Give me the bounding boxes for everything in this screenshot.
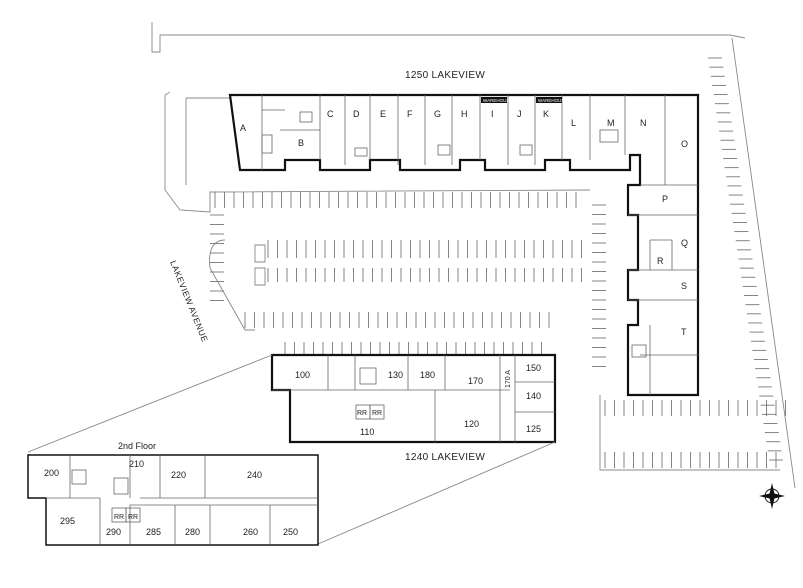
unit-110-rr-2: RR [372, 410, 382, 417]
unit-q: Q [681, 238, 688, 248]
unit-i: I [491, 109, 494, 119]
unit-260: 260 [243, 527, 258, 537]
unit-s: S [681, 281, 687, 291]
building-1250: WAREHOUSE WAREHOUSE A B C D E F G H I J … [228, 93, 700, 397]
unit-220: 220 [171, 470, 186, 480]
unit-120: 120 [464, 419, 479, 429]
unit-t: T [681, 327, 687, 337]
unit-290: 290 [106, 527, 121, 537]
unit-p: P [662, 194, 668, 204]
unit-130: 130 [388, 370, 403, 380]
unit-110: 110 [360, 427, 374, 437]
unit-r: R [657, 256, 664, 266]
second-floor-plan: RR RR 200 210 220 240 295 290 285 280 26… [27, 454, 319, 546]
unit-210: 210 [129, 459, 144, 469]
building-1250-title: 1250 LAKEVIEW [405, 70, 485, 81]
unit-240: 240 [247, 470, 262, 480]
unit-170: 170 [468, 376, 483, 386]
unit-180: 180 [420, 370, 435, 380]
building-1240: RR RR 100 130 180 170 170 A 150 140 125 … [270, 353, 557, 444]
unit-o: O [681, 139, 688, 149]
unit-j: J [517, 109, 522, 119]
unit-b: B [298, 138, 304, 148]
unit-2nd-rr-1: RR [114, 514, 124, 521]
unit-m: M [607, 118, 615, 128]
unit-170a: 170 A [505, 370, 512, 388]
second-floor-title: 2nd Floor [118, 441, 156, 451]
unit-k: K [543, 109, 549, 119]
unit-c: C [327, 109, 334, 119]
unit-f: F [407, 109, 413, 119]
unit-250: 250 [283, 527, 298, 537]
unit-140: 140 [526, 391, 541, 401]
warehouse-label-k: WAREHOUSE [538, 98, 567, 103]
warehouse-tag-k [536, 97, 562, 103]
unit-e: E [380, 109, 386, 119]
unit-a: A [240, 123, 246, 133]
street-label: LAKEVIEW AVENUE [168, 259, 210, 344]
unit-150: 150 [526, 363, 541, 373]
unit-200: 200 [44, 468, 59, 478]
unit-280: 280 [185, 527, 200, 537]
warehouse-tag-i [481, 97, 507, 103]
unit-110-rr-1: RR [357, 410, 367, 417]
unit-125: 125 [526, 424, 541, 434]
warehouse-label-i: WAREHOUSE [483, 98, 512, 103]
unit-285: 285 [146, 527, 161, 537]
unit-l: L [571, 118, 576, 128]
unit-295: 295 [60, 516, 75, 526]
site-boundary [151, 22, 796, 489]
building-1240-title: 1240 LAKEVIEW [405, 452, 485, 463]
unit-2nd-rr-2: RR [128, 514, 138, 521]
compass-rose-icon [759, 483, 785, 509]
inset-callout-lines [27, 354, 556, 545]
unit-100: 100 [295, 370, 310, 380]
unit-n: N [640, 118, 647, 128]
unit-g: G [434, 109, 441, 119]
parking-stalls [210, 57, 786, 468]
unit-d: D [353, 109, 360, 119]
unit-h: H [461, 109, 468, 119]
